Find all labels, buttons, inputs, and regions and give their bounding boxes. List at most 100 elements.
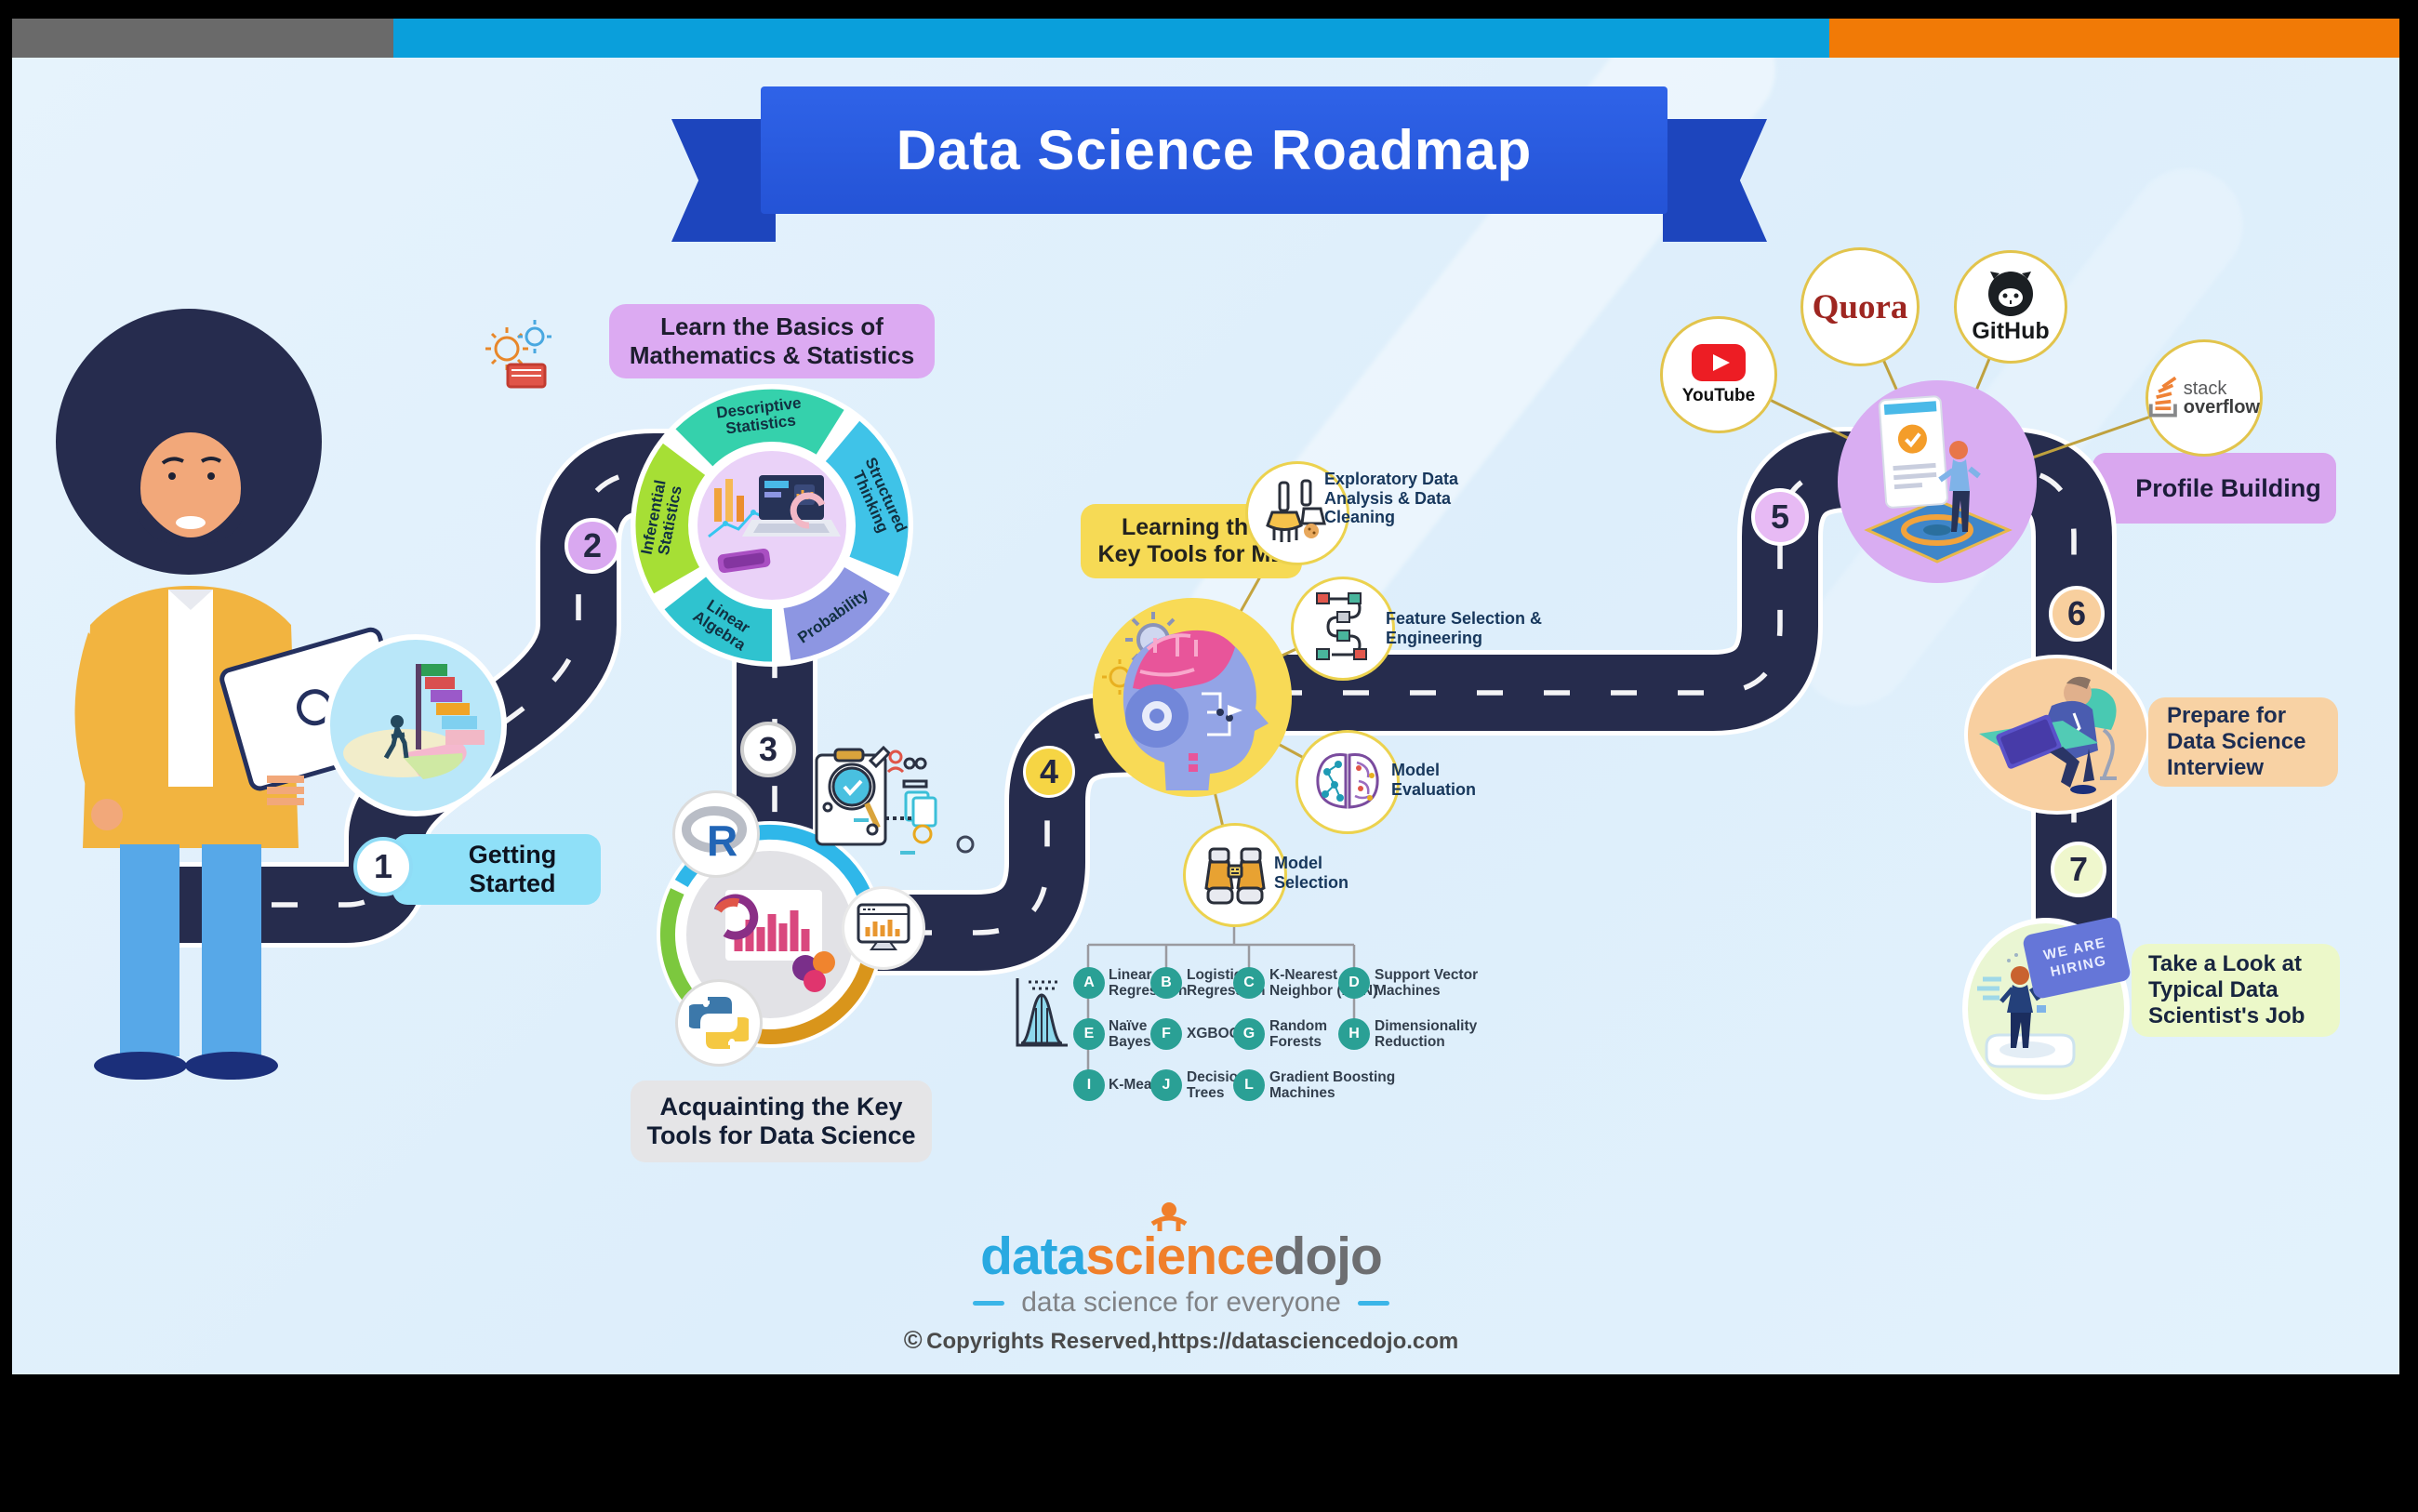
feature-selection-circle xyxy=(1291,577,1395,681)
stack-label-line1: stack xyxy=(2183,378,2227,399)
svg-text:R: R xyxy=(707,816,737,865)
algo-badge-d: D xyxy=(1338,967,1370,999)
model-evaluation-label: Model Evaluation xyxy=(1391,761,1477,799)
youtube-icon xyxy=(1692,344,1746,381)
profile-building-pill: Profile Building xyxy=(2092,453,2336,524)
copyright-symbol: © xyxy=(903,1326,923,1354)
step1-illustration-circle xyxy=(325,634,507,816)
step2-number-text: 2 xyxy=(582,526,603,564)
step3-pill-line2: Tools for Data Science xyxy=(646,1121,916,1149)
hiring-illustration xyxy=(1977,953,2076,1068)
step5-number: 5 xyxy=(1751,488,1809,546)
quora-label: Quora xyxy=(1812,287,1908,326)
model-selection-circle xyxy=(1183,823,1287,927)
interview-illustration-circle xyxy=(1964,655,2150,815)
copyright-text: Copyrights Reserved,https://datascienced… xyxy=(926,1329,1459,1354)
brain-icon xyxy=(1316,753,1379,809)
profile-card-illustration xyxy=(1864,395,2013,564)
brand-tagline-row: data science for everyone xyxy=(856,1287,1507,1319)
step6-number-text: 6 xyxy=(2066,594,2087,632)
laptop-charts-illustration xyxy=(708,475,841,574)
monitor-chart-icon xyxy=(857,903,910,950)
page-title: Data Science Roadmap xyxy=(896,119,1533,181)
step3-number-text: 3 xyxy=(758,730,778,768)
stackoverflow-icon xyxy=(2148,377,2177,418)
r-logo-circle: R xyxy=(672,790,760,878)
acquainting-pill: Acquainting the Key Tools for Data Scien… xyxy=(631,1081,932,1162)
gears-book-doodle xyxy=(485,320,551,389)
step2-center-circle xyxy=(692,445,852,605)
step4-number-text: 4 xyxy=(1039,752,1059,790)
brand-dojo: dojo xyxy=(1273,1227,1383,1286)
tagline-dash-right xyxy=(1357,1300,1389,1306)
torii-icon xyxy=(1149,1201,1189,1233)
youtube-label: YouTube xyxy=(1681,386,1756,405)
tagline-dash-left xyxy=(973,1300,1005,1306)
algo-badge-l: L xyxy=(1233,1069,1265,1101)
github-logo-circle: GitHub xyxy=(1954,250,2067,364)
step6-number: 6 xyxy=(2049,586,2105,642)
python-logo xyxy=(689,997,749,1049)
math-stats-pill: Learn the Basics of Mathematics & Statis… xyxy=(609,304,935,378)
model-selection-label: Model Selection xyxy=(1274,854,1349,892)
eda-circle xyxy=(1245,461,1349,565)
r-logo: R xyxy=(682,806,747,865)
analysis-doodles xyxy=(815,745,975,855)
step4-pill-line1: Learning the xyxy=(1121,514,1261,540)
title-banner: Data Science Roadmap xyxy=(761,86,1667,214)
prepare-interview-pill: Prepare for Data Science Interview xyxy=(2148,697,2338,787)
getting-started-pill: Getting Started xyxy=(392,834,601,905)
brand-data: data xyxy=(980,1227,1086,1286)
robot-head-illustration xyxy=(1102,612,1269,790)
step2-number: 2 xyxy=(565,518,620,574)
pie-stairs-illustration xyxy=(343,664,485,779)
step1-number: 1 xyxy=(353,837,413,896)
step2-pill-line1: Learn the Basics of xyxy=(660,312,884,340)
binoculars-icon xyxy=(1204,847,1266,905)
algo-badge-g: G xyxy=(1233,1018,1265,1050)
model-evaluation-circle xyxy=(1295,730,1400,834)
typical-job-pill: Take a Look at Typical Data Scientist's … xyxy=(2132,944,2340,1037)
broom-icon xyxy=(1266,479,1326,542)
step3-pill-line1: Acquainting the Key xyxy=(659,1093,903,1121)
monitor-icon-circle xyxy=(842,886,925,970)
python-logo-circle xyxy=(675,979,763,1067)
profile-illustration-circle xyxy=(1838,380,2037,583)
algo-badge-i: I xyxy=(1073,1069,1105,1101)
algo-badge-c: C xyxy=(1233,967,1265,999)
brand-logo: datasciencedojo xyxy=(856,1226,1507,1287)
flowchart-icon xyxy=(1316,592,1367,660)
person-illustration xyxy=(33,279,405,1097)
step7-number-text: 7 xyxy=(2068,850,2089,888)
youtube-logo-circle: YouTube xyxy=(1660,316,1777,433)
step2-pill-line2: Mathematics & Statistics xyxy=(629,341,915,369)
topbar-gray xyxy=(12,19,393,58)
quora-logo-circle: Quora xyxy=(1800,247,1920,366)
step1-label: Getting Started xyxy=(468,841,557,897)
brand-science: science xyxy=(1085,1227,1274,1286)
step4-number: 4 xyxy=(1023,746,1075,798)
algo-badge-f: F xyxy=(1150,1018,1182,1050)
stackoverflow-logo-circle: stack overflow xyxy=(2146,339,2263,457)
step1-number-text: 1 xyxy=(373,847,393,885)
github-octocat-icon xyxy=(1988,271,2033,316)
algorithm-tree-lines xyxy=(1086,926,1356,1079)
algo-badge-a: A xyxy=(1073,967,1105,999)
copyright-line: © Copyrights Reserved,https://datascienc… xyxy=(856,1326,1507,1355)
brand-tagline: data science for everyone xyxy=(1021,1287,1341,1318)
step3-number: 3 xyxy=(740,722,796,777)
bell-curve-icon xyxy=(1016,978,1068,1047)
step4-pill-line2: Key Tools for ML xyxy=(1097,541,1285,567)
eda-label: Exploratory Data Analysis & Data Cleanin… xyxy=(1324,470,1459,527)
topbar-blue xyxy=(393,19,1829,58)
topbar-orange xyxy=(1829,19,2399,58)
step5-number-text: 5 xyxy=(1770,497,1790,536)
algo-badge-j: J xyxy=(1150,1069,1182,1101)
